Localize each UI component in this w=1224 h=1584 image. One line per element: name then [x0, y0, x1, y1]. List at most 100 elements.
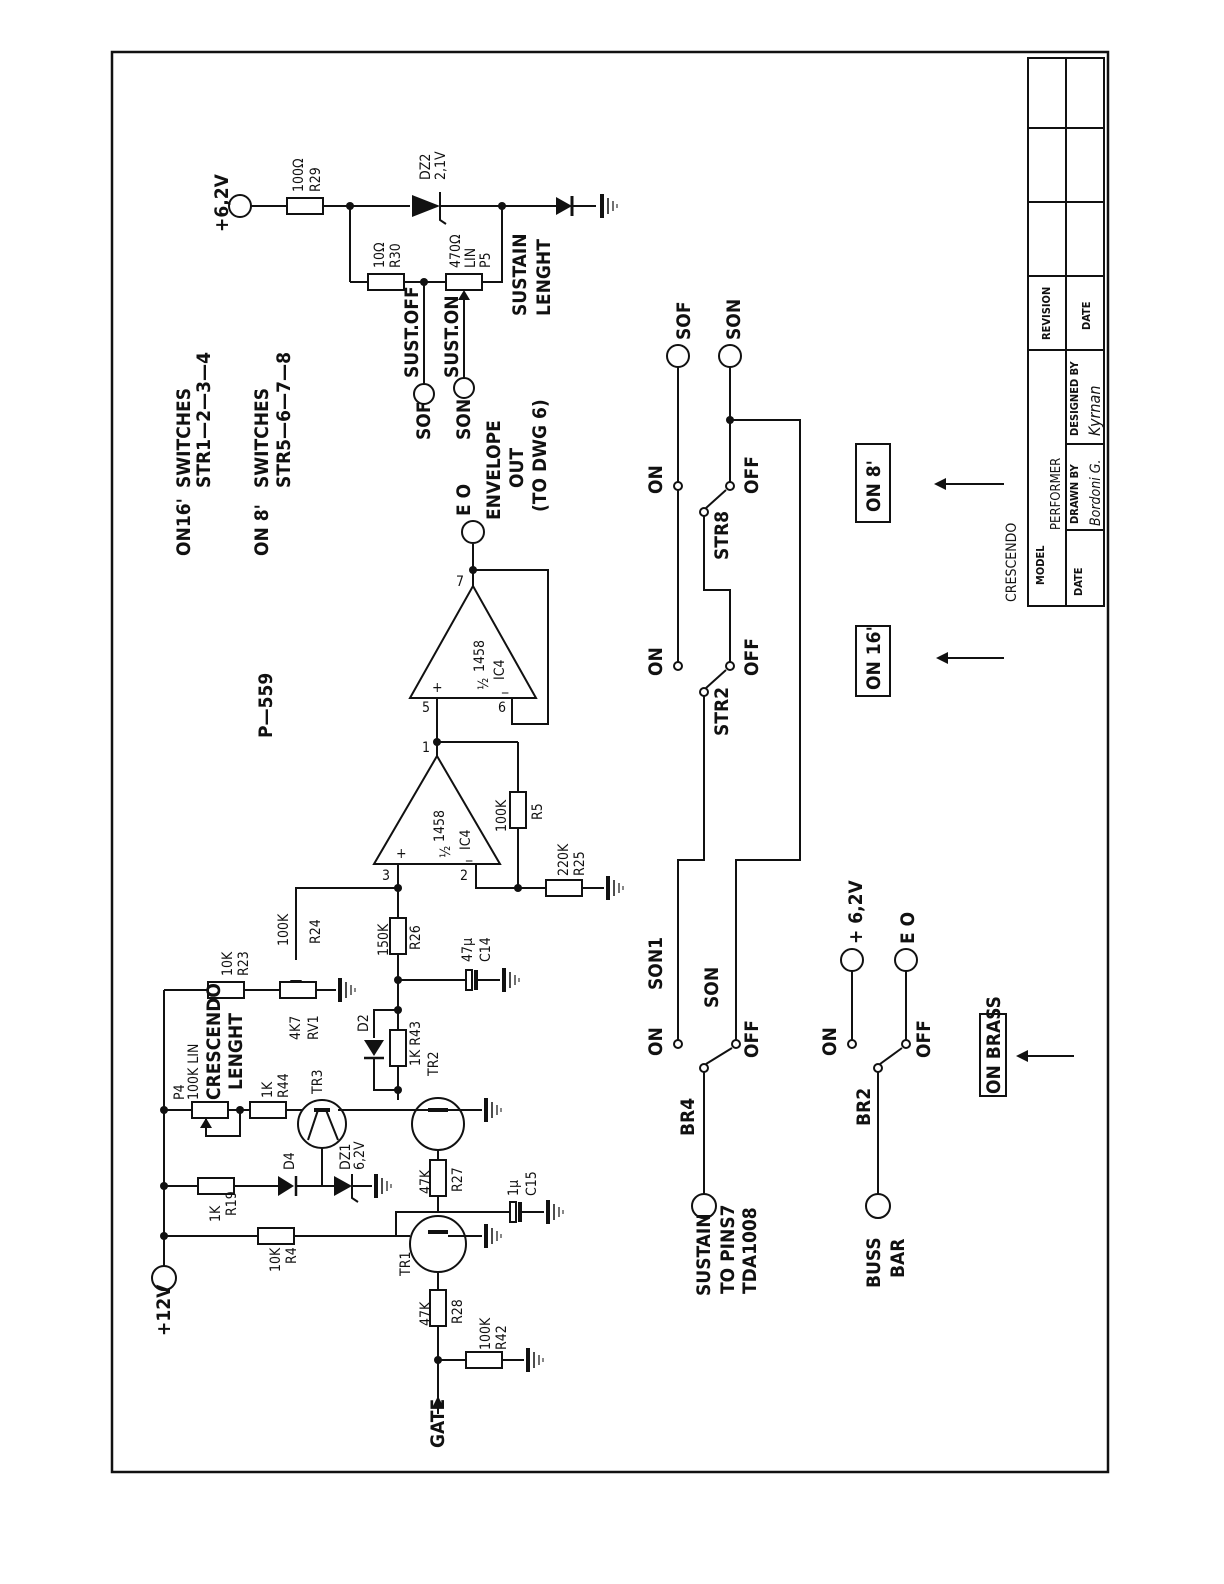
svg-text:BR2: BR2: [853, 1088, 875, 1126]
svg-text:100Ω: 100Ω: [291, 158, 307, 192]
svg-text:R26: R26: [408, 925, 424, 950]
drawing-number: P—559: [255, 673, 277, 738]
svg-text:6,2V: 6,2V: [352, 1141, 368, 1170]
svg-text:+: +: [396, 846, 407, 862]
svg-text:CRESCENDO: CRESCENDO: [1004, 523, 1020, 602]
svg-text:½: ½: [438, 846, 454, 858]
svg-text:STR8: STR8: [711, 511, 733, 560]
svg-text:BUSS: BUSS: [863, 1237, 885, 1288]
svg-text:TR2: TR2: [426, 1052, 442, 1077]
svg-text:10K: 10K: [220, 951, 236, 976]
svg-text:R25: R25: [572, 851, 588, 876]
svg-text:SON1: SON1: [645, 937, 667, 990]
svg-text:P5: P5: [478, 252, 494, 268]
date2-label: DATE: [1080, 301, 1093, 330]
sheet-border: [110, 50, 1110, 1474]
svg-text:R24: R24: [308, 919, 324, 944]
svg-text:220K: 220K: [556, 843, 572, 876]
svg-text:BR4: BR4: [677, 1098, 699, 1136]
svg-text:D4: D4: [282, 1152, 298, 1170]
svg-text:OFF: OFF: [741, 638, 763, 676]
svg-text:DZ2: DZ2: [418, 154, 434, 180]
svg-text:BAR: BAR: [887, 1239, 909, 1278]
svg-text:1K: 1K: [260, 1081, 276, 1098]
svg-text:SON: SON: [453, 399, 475, 440]
svg-text:SON: SON: [701, 967, 723, 1008]
svg-text:ON 16': ON 16': [863, 626, 885, 690]
svg-text:OUT: OUT: [506, 448, 528, 488]
svg-text:2: 2: [460, 868, 468, 884]
svg-text:E O: E O: [897, 912, 919, 944]
svg-text:GATE: GATE: [427, 1399, 449, 1448]
svg-text:OFF: OFF: [741, 456, 763, 494]
svg-text:150K: 150K: [376, 923, 392, 956]
designed-by-signature: Kyrnan: [1085, 385, 1104, 436]
svg-text:TDA1008: TDA1008: [739, 1207, 761, 1294]
svg-text:SON: SON: [723, 299, 745, 340]
svg-text:+12V: +12V: [153, 1284, 175, 1336]
model-label: MODEL: [1034, 545, 1047, 585]
svg-text:TR1: TR1: [398, 1252, 414, 1277]
svg-text:LENGHT: LENGHT: [533, 239, 555, 316]
svg-text:2,1V: 2,1V: [433, 151, 449, 180]
model-value: PERFORMER: [1049, 458, 1064, 530]
on16-label: ON16': [173, 498, 195, 556]
on16-switches: SWITCHES: [173, 388, 195, 488]
svg-text:TR3: TR3: [310, 1070, 326, 1095]
svg-text:P4: P4: [172, 1084, 188, 1100]
svg-text:ON BRASS: ON BRASS: [983, 996, 1005, 1094]
svg-text:6: 6: [498, 700, 506, 716]
svg-text:3: 3: [382, 868, 390, 884]
on8-switch-list: STR5—6—7—8: [273, 352, 295, 488]
revision-label: REVISION: [1040, 287, 1053, 340]
svg-text:1K: 1K: [208, 1205, 224, 1222]
svg-text:1K R43: 1K R43: [408, 1021, 424, 1066]
svg-text:CRESCENDO: CRESCENDO: [203, 983, 225, 1100]
svg-text:+6,2V: +6,2V: [211, 173, 233, 232]
svg-text:100K: 100K: [276, 913, 292, 946]
svg-text:_: _: [465, 846, 473, 862]
date-label: DATE: [1072, 567, 1085, 596]
svg-text:RV1: RV1: [306, 1015, 322, 1040]
svg-text:C15: C15: [524, 1171, 540, 1196]
svg-text:5: 5: [422, 700, 430, 716]
svg-text:LENGHT: LENGHT: [225, 1013, 247, 1090]
svg-text:R28: R28: [450, 1299, 466, 1324]
svg-text:STR2: STR2: [711, 687, 733, 736]
svg-text:ON: ON: [645, 1027, 667, 1056]
svg-text:SUST.OFF: SUST.OFF: [401, 286, 423, 378]
svg-text:470Ω: 470Ω: [448, 234, 464, 268]
svg-text:R23: R23: [236, 951, 252, 976]
svg-text:R5: R5: [530, 803, 546, 820]
svg-text:(TO DWG 6): (TO DWG 6): [529, 399, 551, 512]
svg-text:D2: D2: [356, 1014, 372, 1032]
svg-text:½: ½: [476, 678, 492, 690]
svg-text:ENVELOPE: ENVELOPE: [483, 420, 505, 520]
opamp-section: 1458 ½ IC4 + _ 5 6 7 E O ENVELOPE OUT (T…: [372, 399, 625, 902]
on16-switch-list: STR1—2—3—4: [193, 352, 215, 488]
svg-text:R42: R42: [494, 1325, 510, 1350]
svg-text:R29: R29: [308, 167, 324, 192]
svg-text:1458: 1458: [432, 810, 448, 842]
svg-text:SOF: SOF: [413, 401, 435, 440]
svg-text:E O: E O: [453, 484, 475, 516]
svg-text:IC4: IC4: [492, 659, 508, 680]
svg-text:4K7: 4K7: [288, 1016, 304, 1040]
svg-text:R44: R44: [276, 1073, 292, 1098]
svg-text:R27: R27: [450, 1167, 466, 1192]
switch-section: SOF SON ON OFF STR8 ON OFF STR2 SON1 SON…: [645, 299, 1074, 1296]
svg-text:R30: R30: [388, 243, 404, 268]
svg-text:OFF: OFF: [913, 1020, 935, 1058]
svg-text:ON: ON: [645, 465, 667, 494]
svg-text:IC4: IC4: [458, 829, 474, 850]
svg-text:1: 1: [422, 740, 430, 756]
svg-text:SUSTAIN: SUSTAIN: [509, 233, 531, 316]
svg-text:C14: C14: [478, 937, 494, 962]
svg-text:ON: ON: [645, 647, 667, 676]
svg-text:47µ: 47µ: [460, 938, 476, 962]
svg-text:TO PINS7: TO PINS7: [717, 1204, 739, 1294]
svg-text:SOF: SOF: [673, 301, 695, 340]
svg-text:+ 6,2V: + 6,2V: [845, 879, 867, 944]
svg-text:+: +: [432, 680, 443, 696]
